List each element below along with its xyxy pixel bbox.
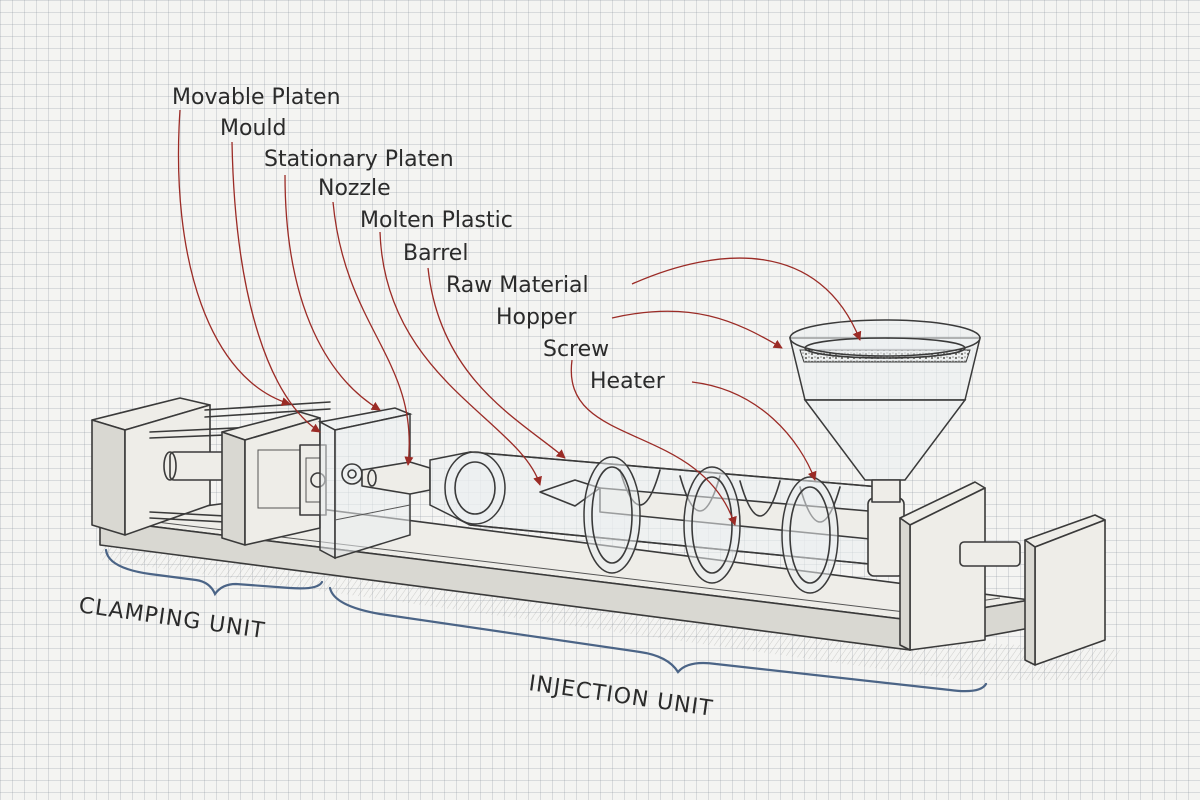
label-clamping-unit: CLAMPING UNIT: [77, 593, 267, 644]
leader-lines: [177, 109, 862, 526]
drive-shaft: [959, 541, 1021, 567]
part-labels: Movable Platen Mould Stationary Platen N…: [172, 85, 666, 394]
label-hopper: Hopper: [496, 305, 577, 330]
leader-nozzle: [332, 201, 414, 466]
leader-raw-material: [631, 257, 862, 341]
label-heater: Heater: [590, 369, 666, 394]
leader-stationary-platen: [284, 174, 381, 411]
leader-screw: [570, 359, 737, 526]
heater-bands: [583, 456, 839, 594]
leader-molten-plastic: [379, 231, 542, 486]
injection-outer-plate: [1024, 514, 1106, 666]
label-screw: Screw: [543, 337, 609, 362]
label-molten-plastic: Molten Plastic: [360, 208, 513, 233]
leader-mould: [231, 141, 321, 433]
label-injection-unit: INJECTION UNIT: [527, 671, 715, 722]
hopper-body: [789, 319, 981, 503]
label-movable-platen: Movable Platen: [172, 85, 341, 110]
leader-movable-platen: [177, 109, 291, 406]
leader-heater: [691, 381, 817, 481]
label-nozzle: Nozzle: [318, 176, 391, 201]
label-barrel: Barrel: [403, 241, 468, 266]
brace-injection-unit: [328, 586, 988, 693]
label-raw-material: Raw Material: [446, 273, 589, 298]
leader-barrel: [427, 267, 566, 459]
leader-hopper: [611, 310, 783, 349]
label-mould: Mould: [220, 116, 286, 141]
label-stationary-platen: Stationary Platen: [264, 147, 454, 172]
clamping-unit: [91, 397, 431, 560]
injection-unit: [429, 319, 1106, 666]
brace-clamping-unit: [104, 548, 324, 597]
injection-end-block: [899, 481, 986, 651]
feed-throat: [867, 497, 905, 577]
